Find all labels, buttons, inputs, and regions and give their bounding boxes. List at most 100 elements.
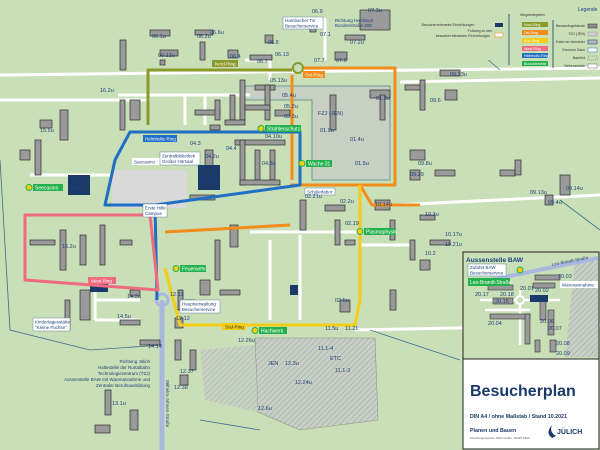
building-number: 09.23u [450, 72, 467, 78]
building-number: 09.14u [566, 186, 583, 192]
svg-text:Nord-Ring: Nord-Ring [524, 23, 540, 27]
label-schuelerlabor: Schülerlabor [304, 187, 336, 196]
building-number: 04.1 [70, 186, 81, 192]
building-number: 12.26u [238, 338, 255, 344]
building-number: 04.2u [205, 154, 219, 160]
facility-label: Hachwerk [261, 329, 284, 335]
building-number: 06.6u [210, 30, 224, 36]
facility-strahlenschutz[interactable]: Strahlenschutz [257, 125, 301, 133]
legend: Legende Besucherrelevante Einrichtungen … [420, 0, 600, 69]
building-number: 15.2u [62, 244, 76, 250]
building-number: 12.12 [176, 316, 190, 322]
building-number: 02.2u [340, 199, 354, 205]
legend-symbol-item: Bestandsgebäude [556, 23, 598, 29]
svg-text:Zentralbibliothek: Zentralbibliothek [162, 154, 196, 159]
label-kita: Kindertagesstätte"Kleine Füchse" [32, 317, 71, 332]
facility-label: Leo-Brandt-Straße [470, 280, 512, 286]
building-number: 10.14u [375, 202, 392, 208]
facility-feuerwehr[interactable]: Feuerwehr [172, 265, 206, 273]
svg-text:Bundesstraße 409: Bundesstraße 409 [335, 23, 372, 28]
building [174, 339, 182, 361]
building [79, 234, 87, 266]
facility-label: Wache 01 [308, 162, 331, 168]
svg-text:Besucherservice: Besucherservice [285, 24, 319, 29]
visitor-building [68, 175, 90, 195]
building-number: 12.13 [170, 292, 184, 298]
ring-label-helmholtz: Helmholtz-Ring [143, 135, 177, 142]
building-number: 07.7 [314, 58, 325, 64]
inset-building-number: 20.04 [488, 321, 502, 327]
bus-stop-icon [356, 228, 364, 235]
page-title: Besucherplan [470, 383, 576, 400]
building [344, 239, 356, 246]
building [219, 289, 241, 296]
building [129, 409, 139, 431]
svg-text:"Kleine Füchse": "Kleine Füchse" [35, 325, 67, 330]
svg-text:Zentraler Berufsausbildung: Zentraler Berufsausbildung [96, 383, 151, 388]
building-footprints [19, 9, 571, 434]
building [34, 139, 42, 176]
building-number: 02.19 [345, 221, 359, 227]
inset-building-number: 20.01 [520, 286, 534, 292]
ring-label-sued: Süd-Ring [222, 323, 246, 330]
legend-symbol-item: Externer Anmieter [556, 39, 598, 45]
building-number: 10.3u [425, 212, 439, 218]
legend-ring-item: West-Ring [522, 46, 548, 51]
legend-ring-item: Ost-Ring [522, 30, 548, 35]
building-number: 05.13u [270, 78, 287, 84]
svg-text:Besucherservice: Besucherservice [182, 307, 216, 312]
building-number: 01.3u [376, 96, 390, 102]
building [419, 79, 426, 111]
building-number: 14.5u [117, 314, 131, 320]
inset-building-number: 20.02 [535, 288, 549, 294]
hatched-area [200, 345, 258, 412]
building-number: 11.5u [325, 326, 338, 332]
facility-hachwerk[interactable]: Hachwerk [251, 327, 287, 335]
facility-leo-brandt-strasse[interactable]: Leo-Brandt-Straße [468, 278, 512, 286]
visitor-building [290, 285, 298, 295]
building [389, 289, 397, 311]
legend-ring-item: Nord-Ring [522, 22, 548, 27]
facility-wache-01[interactable]: Wache 01 [298, 160, 332, 168]
building [59, 229, 67, 271]
facility-plasmaphysik[interactable]: Plasmaphysik [356, 228, 397, 236]
building [99, 224, 106, 266]
building [119, 239, 133, 246]
building [119, 39, 127, 71]
subtitle: DIN A4 / ohne Maßstab / Stand 10.2021 [470, 414, 567, 420]
inset-building-number: 20.07 [548, 326, 562, 332]
legend-swatch [495, 23, 503, 27]
building-number: 09.29 [410, 172, 424, 178]
street-label-wilhelm-johnen: Wilhelm-Johnen-Straße [165, 380, 170, 428]
building [209, 124, 221, 131]
nord-ring-route [146, 68, 292, 125]
svg-text:Großer Hörsaal: Großer Hörsaal [162, 159, 193, 164]
building-number: 09.4u [548, 200, 562, 206]
building-number: 13.1u [112, 401, 126, 407]
building-number: 07.1 [320, 32, 331, 38]
building-number: 06.4 [230, 54, 241, 60]
building [119, 99, 126, 131]
building-number: 07.3u [368, 8, 382, 14]
facility-label: Feuerwehr [182, 267, 206, 273]
building [559, 174, 571, 196]
bus-stop-icon [25, 184, 33, 191]
ring-label-text: Ost-Ring [305, 73, 323, 78]
svg-text:Nebenstraße: Nebenstraße [564, 64, 585, 68]
building-number: 06.12u [158, 53, 175, 59]
svg-text:Süd-Ring: Süd-Ring [524, 39, 539, 43]
svg-text:Technologiezentrum (TZJ): Technologiezentrum (TZJ) [98, 371, 151, 376]
ring-label-text: Süd-Ring [225, 325, 244, 330]
building [264, 84, 271, 121]
facility-seecasino[interactable]: Seecasino [25, 184, 63, 192]
bus-stop-icon [257, 125, 265, 132]
label-fzj-jen: FZJ (JEN) [318, 111, 343, 117]
legend-ring-item: Süd-Ring [522, 38, 548, 43]
building [179, 374, 189, 386]
legend-symbol-item: Nebenstraße [564, 63, 598, 69]
building-number: 14.14 [148, 344, 162, 350]
building [444, 89, 458, 101]
building-number: 11.21 [345, 326, 358, 332]
